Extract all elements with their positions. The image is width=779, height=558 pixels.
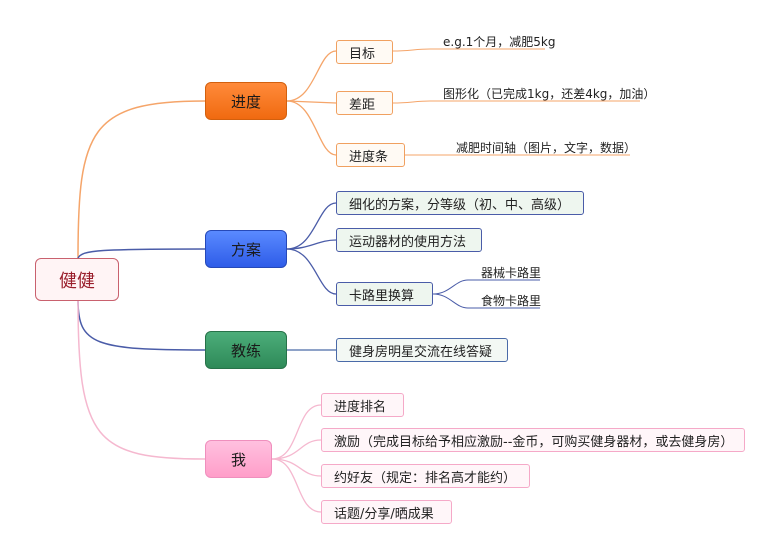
link-plan-calorie — [286, 248, 337, 295]
link-calorie-equipment — [432, 279, 540, 295]
progress-note-bar: 减肥时间轴（图片，文字，数据） — [456, 141, 637, 155]
link-root-coach — [77, 299, 206, 351]
link-gap-note — [392, 100, 640, 104]
branch-progress[interactable]: 进度 — [205, 82, 287, 120]
link-me-rank — [271, 404, 322, 460]
link-progress-bar — [286, 100, 337, 156]
plan-item-calorie[interactable]: 卡路里换算 — [336, 282, 433, 306]
root-node[interactable]: 健健 — [35, 258, 119, 301]
progress-item-bar[interactable]: 进度条 — [336, 143, 405, 167]
calorie-child-food: 食物卡路里 — [481, 294, 542, 308]
me-item-reward[interactable]: 激励（完成目标给予相应激励--金币，可购买健身器材，或去健身房） — [321, 428, 745, 452]
me-item-friend[interactable]: 约好友（规定：排名高才能约） — [321, 464, 530, 488]
plan-item-equipment[interactable]: 运动器材的使用方法 — [336, 228, 482, 252]
link-progress-goal — [286, 50, 337, 102]
progress-item-gap[interactable]: 差距 — [336, 91, 393, 115]
link-me-share — [271, 458, 322, 513]
link-me-friend — [271, 458, 322, 477]
progress-note-goal: e.g.1个月，减肥5kg — [443, 35, 556, 49]
calorie-child-equipment: 器械卡路里 — [481, 266, 542, 280]
link-calorie-food — [432, 293, 540, 309]
link-progress-gap — [286, 100, 337, 104]
link-plan-equipment — [286, 239, 337, 250]
progress-item-goal[interactable]: 目标 — [336, 40, 393, 64]
branch-me[interactable]: 我 — [205, 440, 272, 478]
link-plan-detail — [286, 202, 337, 250]
link-goal-note — [392, 48, 545, 52]
link-root-progress — [77, 100, 206, 259]
branch-coach[interactable]: 教练 — [205, 331, 287, 369]
plan-item-detail[interactable]: 细化的方案，分等级（初、中、高级） — [336, 191, 584, 215]
me-item-rank[interactable]: 进度排名 — [321, 393, 404, 417]
coach-item-qa[interactable]: 健身房明星交流在线答疑 — [336, 338, 508, 362]
link-root-plan — [77, 248, 206, 259]
link-root-me — [77, 299, 206, 460]
progress-note-gap: 图形化（已完成1kg，还差4kg，加油） — [443, 87, 656, 101]
link-me-reward — [271, 439, 322, 460]
me-item-share[interactable]: 话题/分享/晒成果 — [321, 500, 452, 524]
branch-plan[interactable]: 方案 — [205, 230, 287, 268]
